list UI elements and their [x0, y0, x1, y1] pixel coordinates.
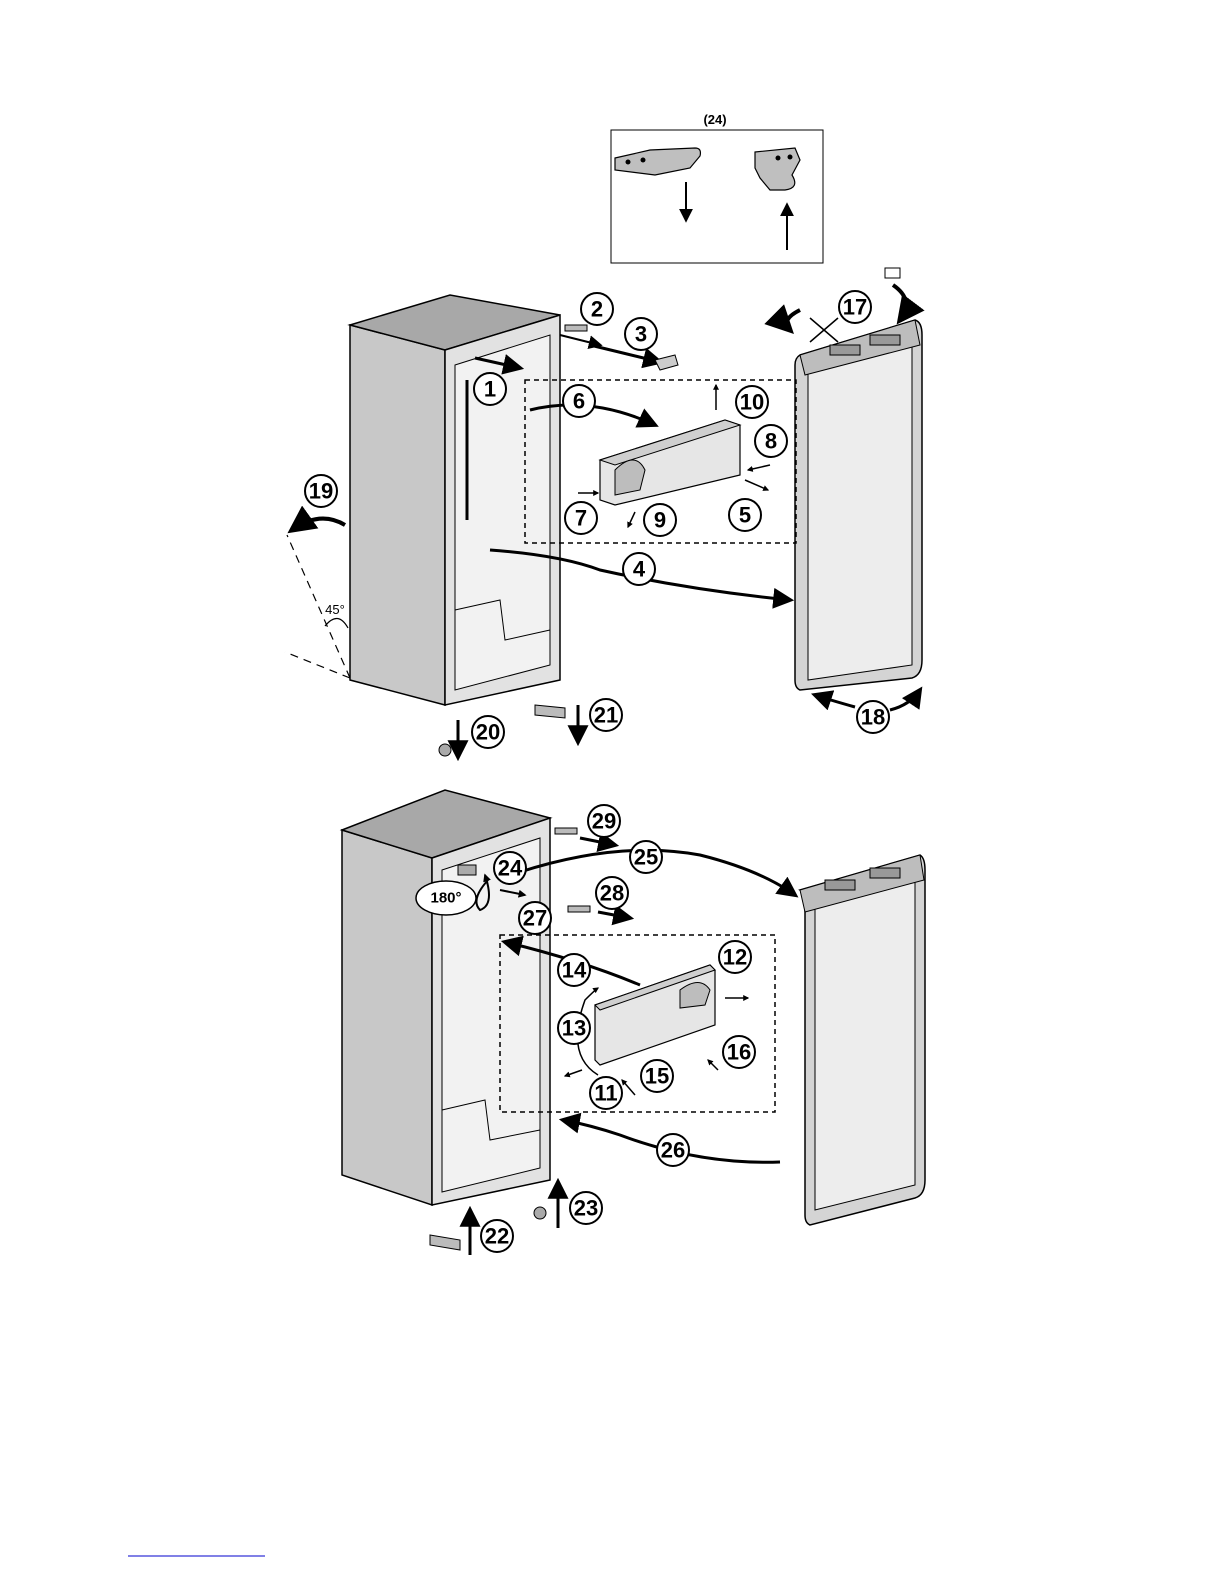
inset-caption: (24) — [703, 112, 726, 127]
callout-27: 27 — [519, 902, 551, 934]
callout-number: 1 — [484, 377, 496, 402]
callout-2: 2 — [581, 293, 613, 325]
callout-number: 2 — [591, 297, 603, 322]
callout-number: 14 — [562, 958, 587, 983]
callout-number: 27 — [523, 906, 547, 931]
callout-number: 20 — [476, 720, 500, 745]
cabinet-top — [350, 295, 560, 705]
callout-24: 24 — [494, 852, 526, 884]
callout-number: 26 — [661, 1138, 685, 1163]
tilt-indicator: 45° — [285, 519, 350, 678]
callout-number: 3 — [635, 322, 647, 347]
cabinet-bottom — [342, 790, 550, 1205]
tilt-angle-label: 45° — [325, 602, 345, 617]
callout-number: 5 — [739, 503, 751, 528]
callout-9: 9 — [644, 504, 676, 536]
callout-number: 17 — [843, 295, 867, 320]
callout-12: 12 — [719, 941, 751, 973]
callout-number: 28 — [600, 881, 624, 906]
callout-number: 22 — [485, 1224, 509, 1249]
callout-15: 15 — [641, 1060, 673, 1092]
callout-20: 20 — [472, 716, 504, 748]
callout-number: 23 — [574, 1196, 598, 1221]
rotate-180-label: 180° — [416, 881, 476, 915]
callout-14: 14 — [558, 954, 590, 986]
callout-1: 1 — [474, 373, 506, 405]
callout-number: 6 — [573, 389, 585, 414]
callout-28: 28 — [596, 877, 628, 909]
callout-5: 5 — [729, 499, 761, 531]
callout-22: 22 — [481, 1220, 513, 1252]
callout-number: 29 — [592, 809, 616, 834]
callout-number: 12 — [723, 945, 747, 970]
callout-23: 23 — [570, 1192, 602, 1224]
callout-number: 7 — [575, 506, 587, 531]
callout-number: 4 — [633, 557, 646, 582]
door-top — [795, 320, 922, 690]
callout-16: 16 — [723, 1036, 755, 1068]
callout-13: 13 — [558, 1012, 590, 1044]
door-bottom — [800, 855, 925, 1225]
svg-text:180°: 180° — [430, 890, 461, 907]
callout-number: 11 — [594, 1081, 617, 1106]
callout-number: 19 — [309, 479, 333, 504]
callout-number: 8 — [765, 429, 777, 454]
callout-8: 8 — [755, 425, 787, 457]
callout-6: 6 — [563, 385, 595, 417]
callout-11: 11 — [590, 1077, 622, 1109]
callout-18: 18 — [857, 701, 889, 733]
callout-number: 15 — [645, 1064, 669, 1089]
door-shelf-bottom — [595, 965, 715, 1065]
callout-26: 26 — [657, 1134, 689, 1166]
callout-number: 13 — [562, 1016, 586, 1041]
callout-17: 17 — [839, 291, 871, 323]
callout-19: 19 — [305, 475, 337, 507]
door-shelf-top — [600, 420, 740, 505]
callout-number: 9 — [654, 508, 666, 533]
callout-21: 21 — [590, 699, 622, 731]
callout-29: 29 — [588, 805, 620, 837]
callout-number: 16 — [727, 1040, 751, 1065]
callout-3: 3 — [625, 318, 657, 350]
callout-number: 25 — [634, 845, 658, 870]
callout-4: 4 — [623, 553, 655, 585]
callout-7: 7 — [565, 502, 597, 534]
callout-25: 25 — [630, 841, 662, 873]
callout-10: 10 — [736, 386, 768, 418]
hinge-inset: (24) — [611, 112, 823, 263]
callout-number: 21 — [594, 703, 618, 728]
callout-number: 24 — [498, 856, 523, 881]
callout-number: 10 — [740, 390, 764, 415]
callout-number: 18 — [861, 705, 885, 730]
